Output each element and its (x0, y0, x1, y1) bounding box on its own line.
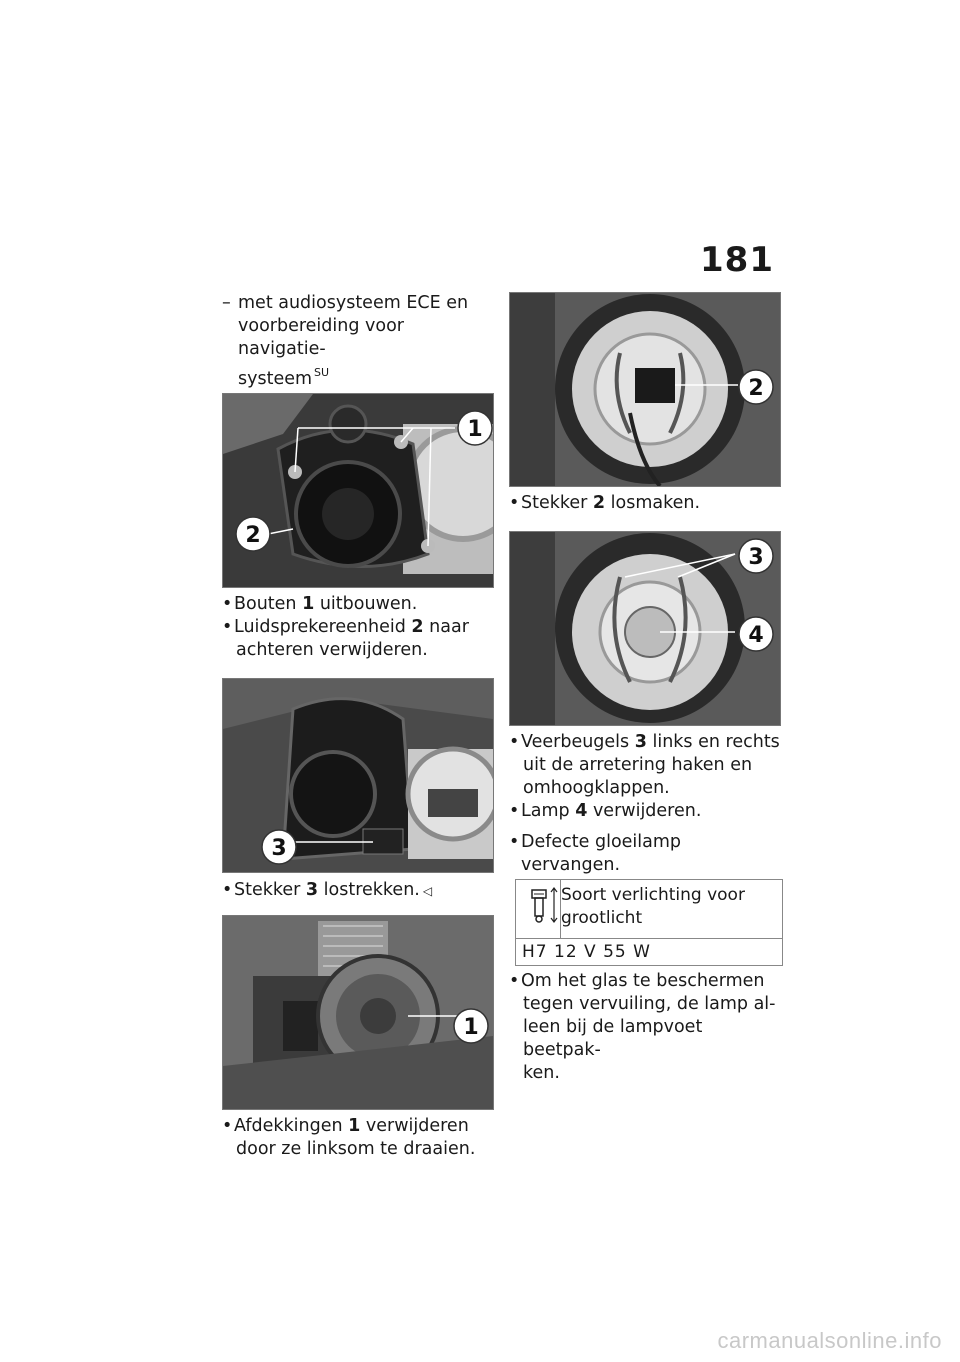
step-glas-line3: leen bij de lampvoet beetpak- (523, 1017, 703, 1060)
bullet: • (509, 732, 520, 752)
step-defect: • Defecte gloeilamp vervangen. (509, 831, 781, 877)
step-glas: • Om het glas te beschermen tegen vervui… (509, 970, 781, 1085)
step-lamp-text-end: verwijderen. (587, 801, 702, 821)
ref-3: 3 (305, 880, 319, 900)
step-luid-text: Luidsprekereenheid (234, 617, 412, 637)
photo1-label-2: 2 (245, 523, 260, 548)
step-afdek-text-end: verwijderen (360, 1116, 469, 1136)
ref-1: 1 (302, 594, 315, 614)
bullet: • (222, 617, 233, 637)
photo-covers-1: 1 (222, 915, 494, 1110)
photo-speaker-bolts: 1 2 (222, 393, 494, 588)
bullet: • (509, 801, 520, 821)
step-afdek-line2: door ze linksom te draaien. (236, 1139, 476, 1159)
su-superscript: SU (314, 366, 330, 379)
step-veer-text: Veerbeugels (521, 732, 635, 752)
right-column: 2 • Stekker 2 losmaken. 3 4 • (509, 292, 783, 1085)
step-afdekkingen: • Afdekkingen 1 verwijderen door ze link… (222, 1115, 494, 1161)
step-stekker2-text: Stekker (521, 493, 593, 513)
watermark: carmanualsonline.info (717, 1328, 942, 1353)
table-header-line-2: grootlicht (561, 908, 643, 928)
step-stekker2-text-end: losmaken. (605, 493, 701, 513)
step-lamp: • Lamp 4 verwijderen. (509, 800, 781, 823)
step-stekker3-text: Stekker (234, 880, 306, 900)
ref-3: 3 (634, 732, 647, 752)
intro-line-2: voorbereiding voor navigatie- (238, 316, 404, 359)
photo-connector-2: 2 (509, 292, 781, 487)
ref-2: 2 (411, 617, 424, 637)
photo5-label-3: 3 (748, 545, 763, 570)
intro-line-1: met audiosysteem ECE en (238, 293, 469, 313)
bullet: • (509, 832, 520, 852)
photo3-label-1: 1 (463, 1015, 478, 1040)
step-bouten-text: Bouten (234, 594, 303, 614)
step-veer-text-end: links en rechts (646, 732, 780, 752)
ref-1: 1 (348, 1116, 361, 1136)
bullet: • (222, 880, 233, 900)
bullet: • (222, 1116, 233, 1136)
bullet: • (509, 971, 520, 991)
dash-marker: – (222, 293, 231, 313)
lamp-spec-table: Soort verlichting voor grootlicht H7 12 … (515, 879, 783, 966)
headlight-bulb-icon (515, 879, 561, 939)
step-veerbeugels: • Veerbeugels 3 links en rechts uit de a… (509, 731, 781, 800)
ref-2: 2 (592, 493, 606, 513)
step-glas-line1: Om het glas te beschermen (521, 971, 765, 991)
left-column: – met audiosysteem ECE en voorbereiding … (222, 292, 494, 1161)
step-luid-line2: achteren verwijderen. (236, 640, 428, 660)
step-stekker3-text-end: lostrekken. (318, 880, 420, 900)
intro-line-3: systeem (238, 369, 313, 389)
photo5-label-4: 4 (748, 623, 763, 648)
step-afdek-text: Afdekkingen (234, 1116, 349, 1136)
photo-clips-lamp: 3 4 (509, 531, 781, 726)
step-stekker-2: • Stekker 2 losmaken. (509, 492, 781, 515)
step-veer-line3: omhoogklappen. (523, 778, 670, 798)
photo-connector-3: 3 (222, 678, 494, 873)
table-value: H7 12 V 55 W (515, 938, 783, 966)
step-bouten-text-end: uitbouwen. (314, 594, 418, 614)
step-glas-line4: ken. (523, 1063, 560, 1083)
step-veer-line2: uit de arretering haken en (523, 755, 753, 775)
step-lamp-text: Lamp (521, 801, 576, 821)
step-glas-line2: tegen vervuiling, de lamp al- (523, 994, 776, 1014)
ref-4: 4 (575, 801, 588, 821)
intro-item: – met audiosysteem ECE en voorbereiding … (222, 292, 494, 391)
step-luidspreker: • Luidsprekereenheid 2 naar achteren ver… (222, 616, 494, 662)
step-bouten: • Bouten 1 uitbouwen. (222, 593, 494, 616)
step-defect-text: Defecte gloeilamp vervangen. (521, 832, 682, 875)
step-stekker-3: • Stekker 3 lostrekken.◁ (222, 879, 494, 903)
bullet: • (509, 493, 520, 513)
page-number: 181 (700, 240, 774, 280)
photo2-label-3: 3 (271, 836, 286, 861)
photo1-label-1: 1 (467, 417, 482, 442)
bullet: • (222, 594, 233, 614)
table-header-line-1: Soort verlichting voor (561, 885, 745, 905)
step-luid-text-end: naar (423, 617, 469, 637)
photo4-label-2: 2 (748, 376, 763, 401)
end-triangle-icon: ◁ (422, 884, 433, 898)
